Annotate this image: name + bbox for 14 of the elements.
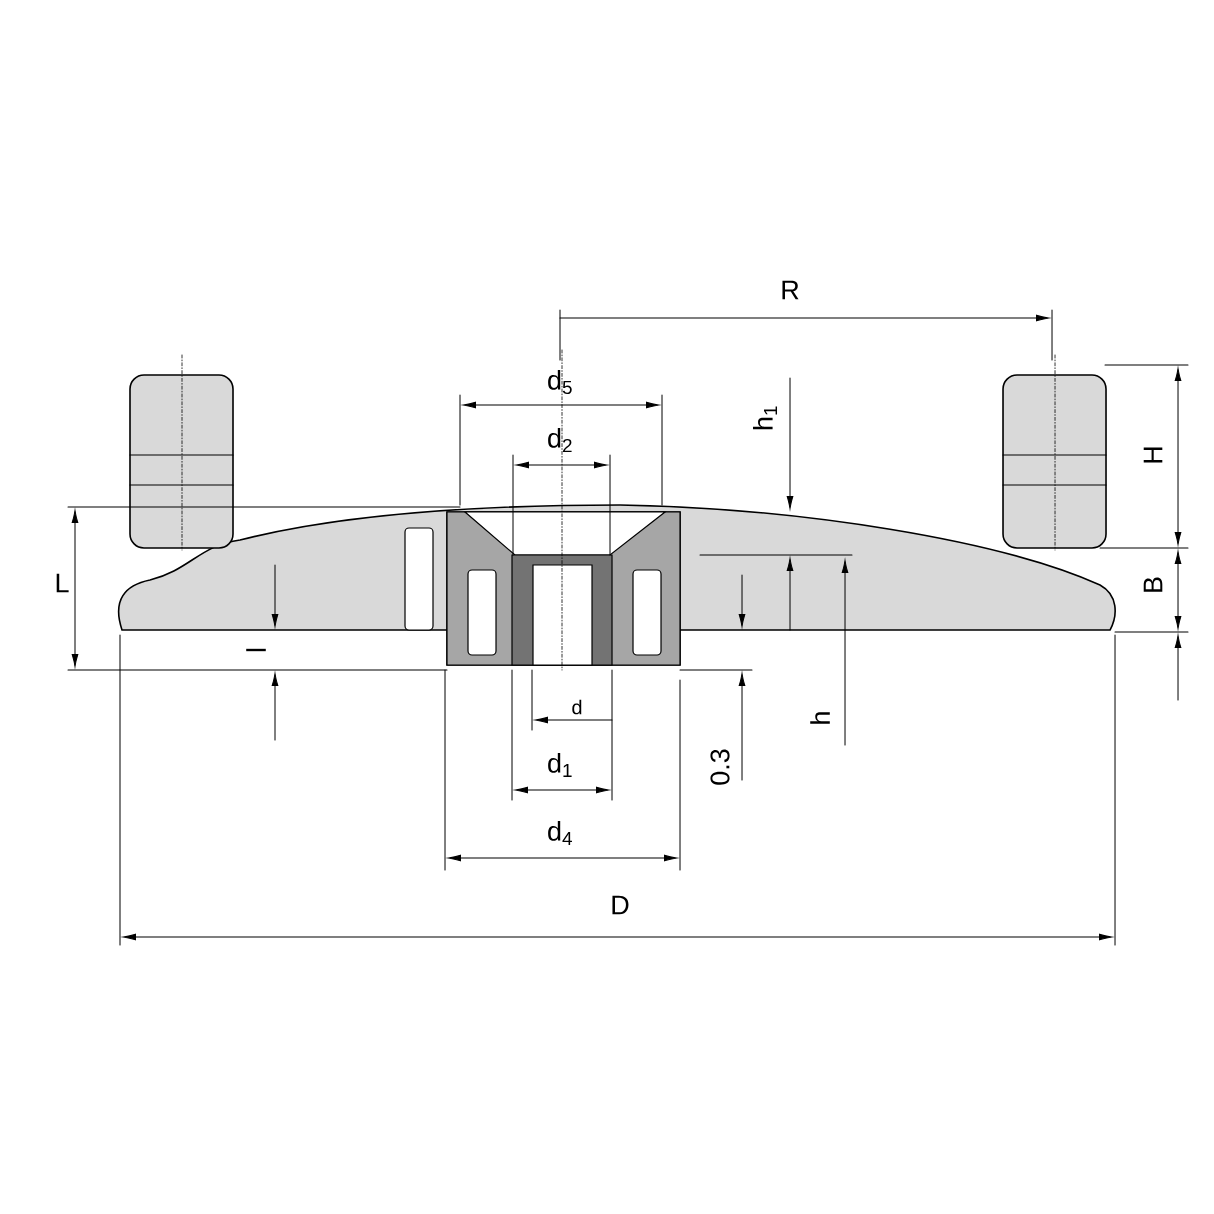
dimension-label: d$_{5}$ [548,369,572,395]
dimension-label: H [1143,447,1163,463]
dimension-label: h [810,712,830,724]
dimension-label: D [612,895,629,915]
dimension-label: l [246,648,266,652]
dimension-label: 0.3 [710,749,730,785]
dimension-label: d$_{2}$ [548,427,572,453]
dimension-label: R [782,280,799,300]
dimension-label: d$_{4}$ [548,821,572,845]
dimension-label: L [56,573,69,593]
dimension-label: B [1143,577,1163,592]
dimension-label: d$_{1}$ [548,753,572,777]
dimension-label: h$_{1}$ [753,406,777,430]
dimension-label: d [572,699,582,715]
